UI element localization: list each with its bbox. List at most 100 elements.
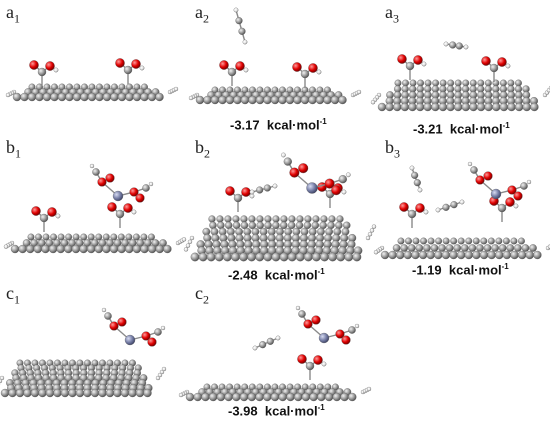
panel-label-c1: c1 bbox=[6, 283, 20, 308]
carbon-atom bbox=[394, 79, 402, 87]
hydrogen-atom bbox=[155, 375, 161, 381]
energy-label-c2: -3.98 kcal·mol-1 bbox=[228, 403, 325, 418]
carbon-atom bbox=[143, 388, 152, 398]
carbon-atom bbox=[102, 233, 110, 241]
panel-label-c2: c2 bbox=[195, 283, 209, 308]
carbon-atom bbox=[312, 215, 320, 223]
hydrogen-atom bbox=[463, 44, 469, 50]
carbon-atom bbox=[95, 233, 103, 241]
carbon-atom bbox=[42, 233, 50, 241]
carbon-atom bbox=[454, 102, 463, 112]
carbon-atom bbox=[27, 233, 35, 241]
hydrogen-atom bbox=[233, 7, 239, 13]
carbon-atom bbox=[256, 186, 264, 194]
carbon-atom bbox=[263, 184, 271, 192]
panel-index: 2 bbox=[204, 146, 210, 161]
oxygen-atom bbox=[109, 321, 119, 331]
hydrogen-atom bbox=[157, 372, 163, 378]
carbon-atom bbox=[87, 92, 97, 102]
oxygen-atom bbox=[292, 62, 302, 72]
carbon-atom bbox=[88, 83, 96, 91]
carbon-atom bbox=[263, 252, 273, 262]
carbon-atom bbox=[64, 244, 73, 254]
carbon-atom bbox=[328, 215, 336, 223]
carbon-atom bbox=[393, 102, 402, 112]
carbon-atom bbox=[472, 237, 480, 245]
carbon-atom bbox=[87, 244, 96, 254]
oxygen-atom bbox=[105, 173, 115, 183]
carbon-atom bbox=[159, 239, 167, 247]
nitrogen-atom bbox=[124, 334, 136, 346]
carbon-atom bbox=[431, 102, 440, 112]
carbon-atom bbox=[50, 233, 58, 241]
panel-index: 1 bbox=[14, 292, 20, 307]
carbon-atom bbox=[470, 166, 478, 174]
energy-unit: kcal·mol bbox=[264, 403, 318, 419]
carbon-atom bbox=[380, 250, 390, 260]
hydrogen-atom bbox=[373, 250, 379, 255]
carbon-atom bbox=[87, 233, 95, 241]
carbon-atom bbox=[239, 252, 248, 262]
carbon-atom bbox=[388, 250, 397, 260]
energy-unit: kcal·mol bbox=[266, 117, 320, 133]
carbon-atom bbox=[295, 221, 304, 230]
carbon-atom bbox=[294, 86, 301, 94]
carbon-atom bbox=[57, 92, 67, 102]
hydrogen-atom bbox=[526, 179, 532, 185]
carbon-atom bbox=[417, 79, 425, 87]
carbon-atom bbox=[37, 239, 46, 247]
carbon-atom bbox=[455, 42, 463, 50]
nitrogen-atom bbox=[112, 190, 124, 202]
bond bbox=[235, 9, 246, 43]
panel-letter: b bbox=[6, 137, 15, 157]
carbon-atom bbox=[491, 244, 499, 252]
carbon-atom bbox=[256, 383, 264, 391]
hydrogen-atom bbox=[3, 244, 9, 249]
carbon-atom bbox=[83, 239, 92, 247]
carbon-atom bbox=[30, 239, 38, 247]
oxygen-atom bbox=[135, 193, 145, 203]
carbon-atom bbox=[510, 250, 519, 260]
hydrogen-atom bbox=[459, 199, 465, 205]
carbon-atom bbox=[309, 383, 317, 391]
carbon-atom bbox=[294, 392, 303, 402]
carbon-atom bbox=[240, 221, 249, 230]
carbon-atom bbox=[99, 359, 106, 367]
carbon-atom bbox=[327, 221, 335, 230]
hydrogen-atom bbox=[188, 95, 194, 101]
oxygen-atom bbox=[331, 185, 342, 196]
hydrogen-atom bbox=[178, 392, 184, 398]
energy-value: -1.19 bbox=[412, 262, 442, 278]
carbon-atom bbox=[264, 383, 271, 391]
energy-unit: kcal·mol bbox=[448, 262, 502, 278]
carbon-atom bbox=[400, 244, 408, 252]
carbon-atom bbox=[48, 244, 58, 254]
carbon-atom bbox=[10, 244, 20, 254]
oxygen-atom bbox=[308, 63, 318, 73]
carbon-atom bbox=[117, 244, 126, 254]
carbon-atom bbox=[300, 69, 310, 79]
panel-label-b2: b2 bbox=[195, 137, 210, 162]
carbon-atom bbox=[206, 252, 216, 262]
carbon-atom bbox=[385, 102, 394, 112]
hydrogen-atom bbox=[173, 86, 179, 92]
carbon-atom bbox=[125, 244, 134, 254]
carbon-atom bbox=[518, 237, 525, 245]
carbon-atom bbox=[128, 388, 137, 398]
carbon-atom bbox=[233, 193, 243, 203]
hydrogen-atom bbox=[272, 183, 278, 189]
carbon-atom bbox=[240, 215, 248, 223]
carbon-atom bbox=[117, 92, 127, 102]
oxygen-atom bbox=[45, 61, 55, 71]
carbon-atom bbox=[255, 252, 265, 262]
carbon-atom bbox=[80, 92, 89, 102]
carbon-atom bbox=[72, 92, 82, 102]
carbon-atom bbox=[125, 92, 134, 102]
hydrogen-atom bbox=[409, 165, 415, 171]
carbon-atom bbox=[283, 157, 292, 166]
carbon-atom bbox=[438, 102, 448, 112]
carbon-atom bbox=[477, 79, 485, 87]
energy-unit-exp: -1 bbox=[317, 403, 325, 412]
carbon-atom bbox=[81, 83, 88, 91]
